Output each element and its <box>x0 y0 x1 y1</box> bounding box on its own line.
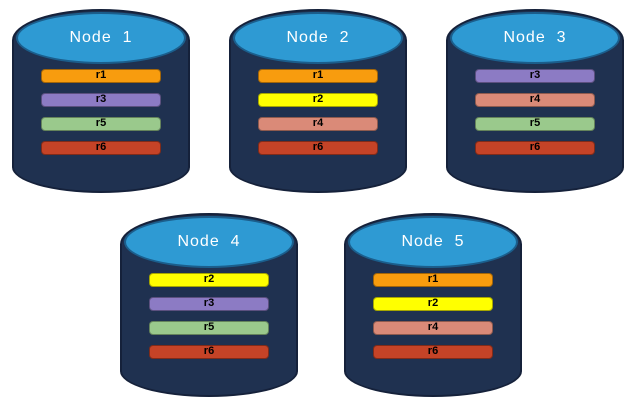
replica-bar-r6: r6 <box>373 345 493 359</box>
replica-list: r3 r4 r5 r6 <box>475 69 595 165</box>
replica-bar-r4: r4 <box>258 117 378 131</box>
replica-bar-r1: r1 <box>41 69 161 83</box>
replica-bar-r4: r4 <box>373 321 493 335</box>
replica-bar-r5: r5 <box>149 321 269 335</box>
database-node-2: Node 2 r1 r2 r4 r6 <box>229 9 407 193</box>
database-node-4: Node 4 r2 r3 r5 r6 <box>120 213 298 397</box>
cylinder-top-ellipse: Node 5 <box>348 216 518 268</box>
replica-list: r1 r2 r4 r6 <box>258 69 378 165</box>
replica-bar-r6: r6 <box>258 141 378 155</box>
node-label: Node 4 <box>177 233 241 250</box>
replica-bar-r5: r5 <box>41 117 161 131</box>
node-label: Node 5 <box>401 233 465 250</box>
cylinder-top-ellipse: Node 3 <box>450 12 620 64</box>
replica-bar-r6: r6 <box>149 345 269 359</box>
replica-bar-r3: r3 <box>41 93 161 107</box>
replica-list: r2 r3 r5 r6 <box>149 273 269 369</box>
replica-bar-r5: r5 <box>475 117 595 131</box>
replica-bar-r4: r4 <box>475 93 595 107</box>
replica-bar-r6: r6 <box>475 141 595 155</box>
replica-bar-r1: r1 <box>373 273 493 287</box>
replica-list: r1 r3 r5 r6 <box>41 69 161 165</box>
replica-bar-r1: r1 <box>258 69 378 83</box>
database-node-5: Node 5 r1 r2 r4 r6 <box>344 213 522 397</box>
node-label: Node 3 <box>503 29 567 46</box>
cylinder-top-ellipse: Node 2 <box>233 12 403 64</box>
replica-bar-r2: r2 <box>373 297 493 311</box>
node-label: Node 2 <box>286 29 350 46</box>
replica-bar-r2: r2 <box>258 93 378 107</box>
replica-bar-r3: r3 <box>149 297 269 311</box>
node-label: Node 1 <box>69 29 133 46</box>
cylinder-top-ellipse: Node 1 <box>16 12 186 64</box>
replica-bar-r2: r2 <box>149 273 269 287</box>
replica-list: r1 r2 r4 r6 <box>373 273 493 369</box>
cylinder-top-ellipse: Node 4 <box>124 216 294 268</box>
database-node-1: Node 1 r1 r3 r5 r6 <box>12 9 190 193</box>
database-node-3: Node 3 r3 r4 r5 r6 <box>446 9 624 193</box>
replica-bar-r6: r6 <box>41 141 161 155</box>
replica-bar-r3: r3 <box>475 69 595 83</box>
